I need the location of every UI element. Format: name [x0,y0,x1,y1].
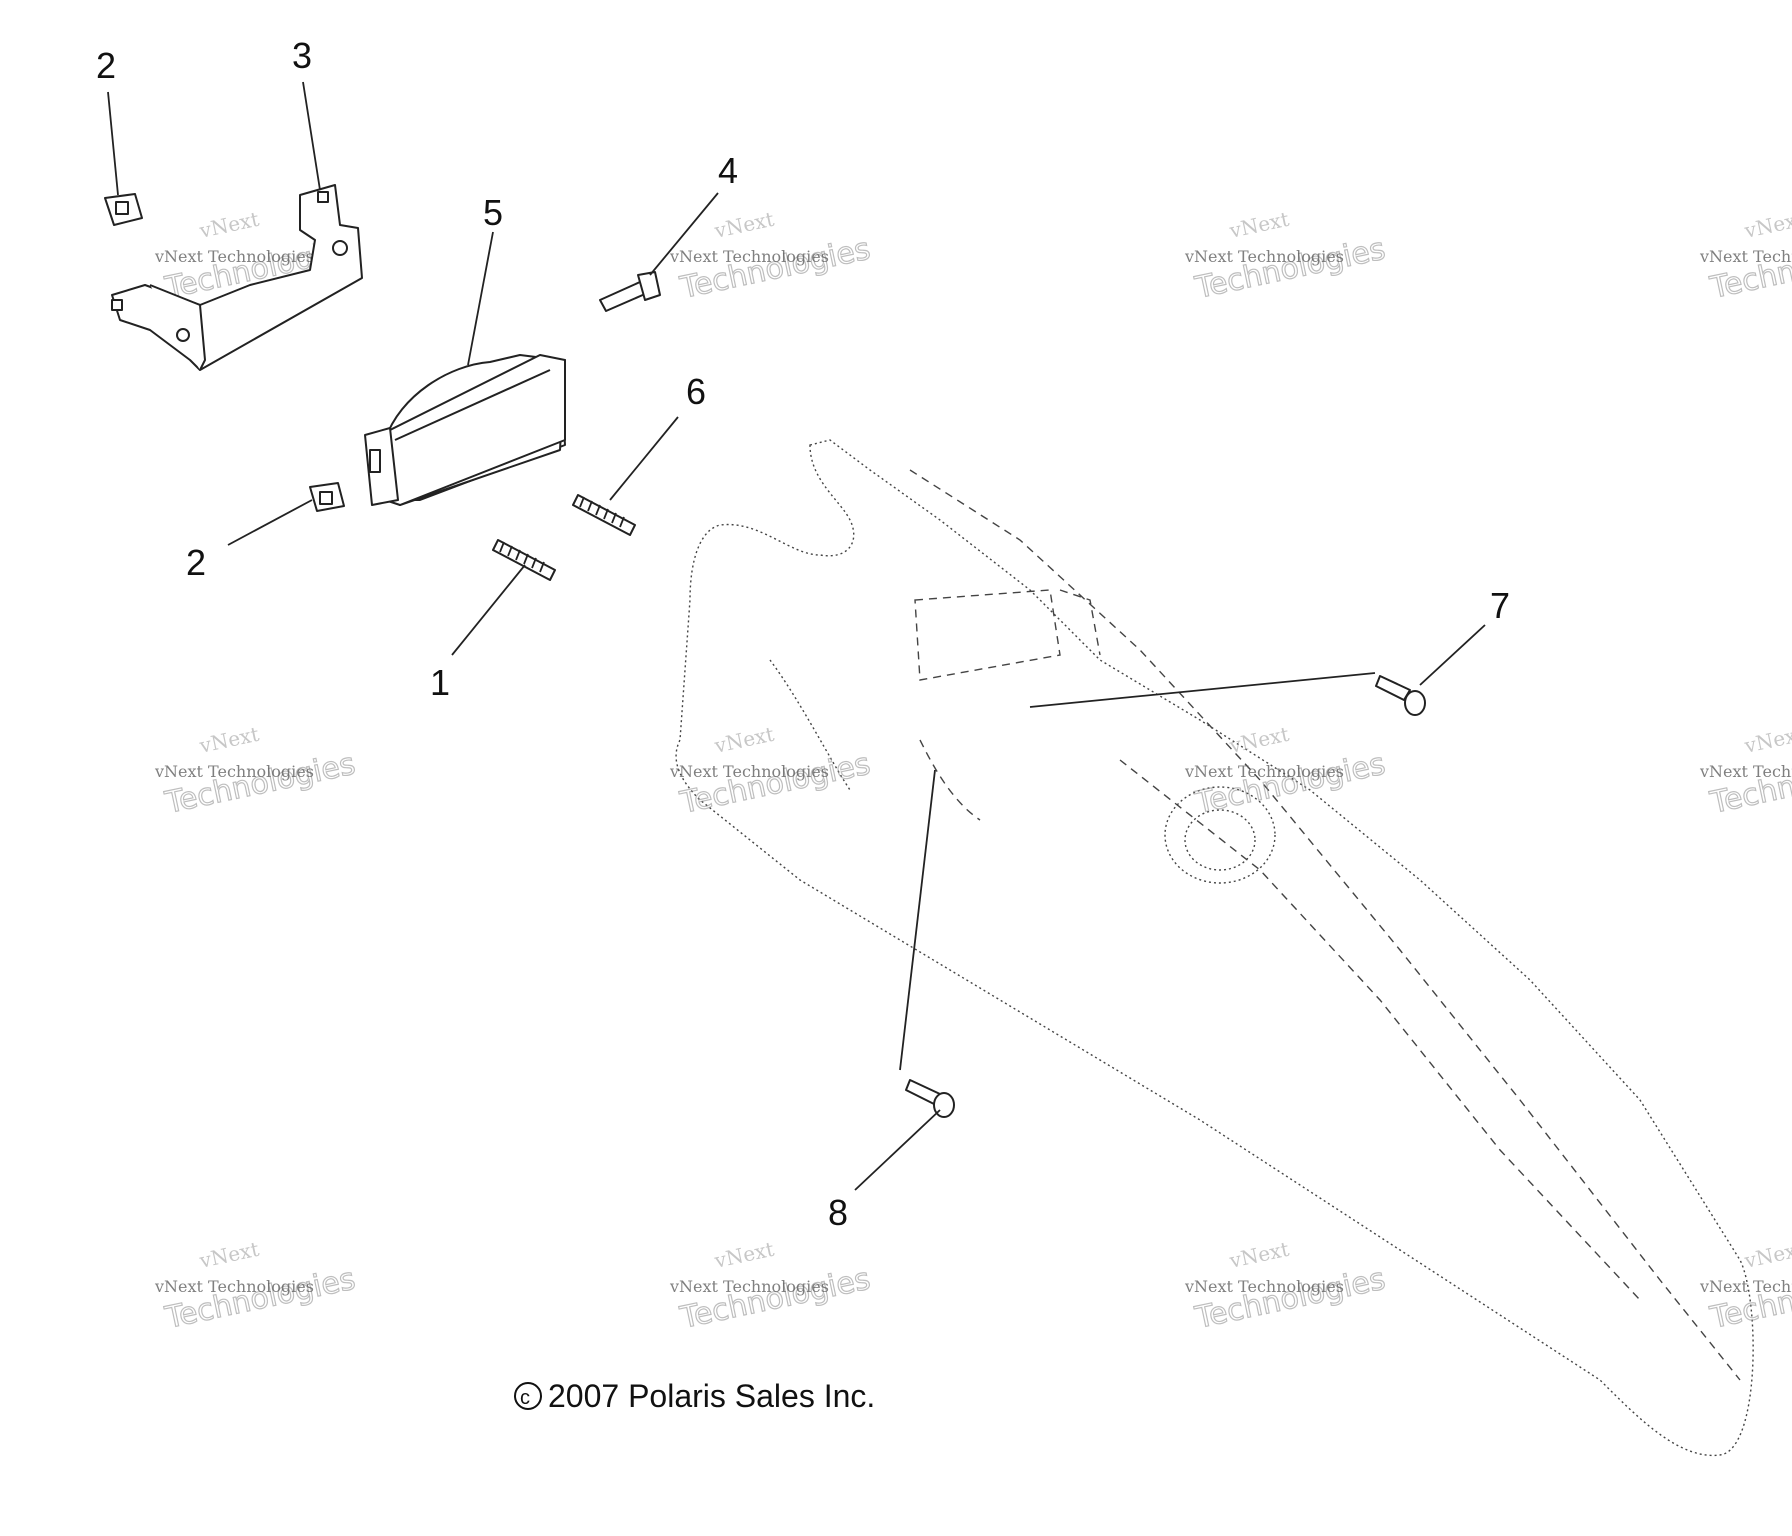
copyright-notice: c 2007 Polaris Sales Inc. [514,1378,875,1414]
copyright-text: 2007 Polaris Sales Inc. [548,1378,875,1414]
watermark-line1: vNext [1226,722,1291,758]
watermark-line2: vNext Technologies [1184,247,1344,266]
bolt-part-4 [599,271,661,312]
screw-part-8 [905,1079,955,1118]
watermark-line2: vNext Technologies [669,1277,829,1296]
watermark-line3: Technologies [1192,1262,1389,1337]
watermark-line3: Technologies [1707,747,1792,822]
watermark-line1: vNext [1226,207,1291,243]
watermark-line1: vNext [711,1237,776,1273]
watermark-line2: vNext Technologies [1699,762,1792,781]
watermark-line1: vNext [196,207,261,243]
spring-part-1 [492,539,556,581]
watermark-line2: vNext Technologies [669,247,829,266]
lamp-assembly-part-5 [364,354,566,506]
watermark-line1: vNext [1741,1237,1792,1273]
watermark-line3: Technologies [1707,1262,1792,1337]
screw-part-7 [1375,675,1426,716]
vehicle-body-outline [675,439,1754,1457]
callout-2-top: 2 [96,45,116,86]
callout-1: 1 [430,662,450,703]
watermark-line3: Technologies [1707,232,1792,307]
watermark-line2: vNext Technologies [669,762,829,781]
callout-4: 4 [718,150,738,191]
callout-5: 5 [483,192,503,233]
watermark-line3: Technologies [162,747,359,822]
watermark-line2: vNext Technologies [1184,762,1344,781]
callout-8: 8 [828,1192,848,1233]
clip-nut-part-2-bottom [309,482,345,512]
callout-labels: 2 3 4 5 6 2 1 7 8 [96,35,1510,1233]
callout-3: 3 [292,35,312,76]
watermark-line3: Technologies [1192,232,1389,307]
watermark-line2: vNext Technologies [1699,1277,1792,1296]
watermark-line1: vNext [1741,207,1792,243]
watermark-line1: vNext [711,722,776,758]
watermark-line1: vNext [711,207,776,243]
leader-lines [107,81,1486,1191]
watermark-line1: vNext [1741,722,1792,758]
callout-6: 6 [686,371,706,412]
clip-nut-part-2-top [104,193,143,226]
watermark-line2: vNext Technologies [154,1277,314,1296]
watermark-line2: vNext Technologies [154,247,314,266]
watermark-line3: Technologies [677,1262,874,1337]
watermark-line3: Technologies [1192,747,1389,822]
spring-part-6 [572,494,636,536]
watermark-line2: vNext Technologies [1699,247,1792,266]
watermark-line1: vNext [1226,1237,1291,1273]
watermark-line3: Technologies [677,747,874,822]
watermark-line3: Technologies [677,232,874,307]
watermark-line3: Technologies [162,1262,359,1337]
copyright-symbol-letter: c [520,1387,530,1409]
watermark-line2: vNext Technologies [1184,1277,1344,1296]
bracket-part-3 [111,184,363,371]
watermark-line1: vNext [196,722,261,758]
callout-2-bottom: 2 [186,542,206,583]
callout-7: 7 [1490,585,1510,626]
watermark-line1: vNext [196,1237,261,1273]
copyright-symbol-icon [514,1382,542,1410]
watermark-line2: vNext Technologies [154,762,314,781]
